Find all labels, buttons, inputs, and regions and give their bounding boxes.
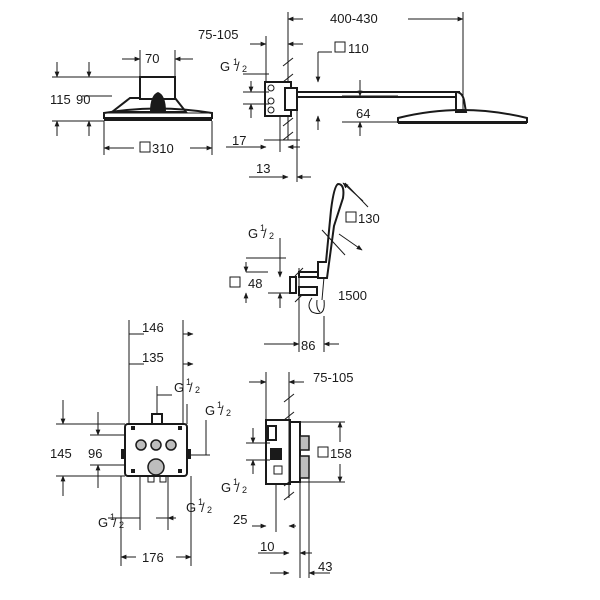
thread-box-right-g: G bbox=[205, 403, 215, 418]
dim-75-105-bottom: 75-105 bbox=[249, 370, 353, 420]
dim-75-105-top: 75-105 bbox=[198, 27, 303, 82]
dim-43: 43 bbox=[270, 478, 332, 578]
dim-96-label: 96 bbox=[88, 446, 102, 461]
thread-box-right-num: 1 bbox=[217, 400, 222, 410]
dim-48: 48 bbox=[229, 262, 268, 303]
dim-110: 110 bbox=[315, 41, 369, 130]
dim-158: 158 bbox=[300, 421, 352, 483]
thread-top-den: 2 bbox=[242, 64, 247, 74]
thread-mid-den: 2 bbox=[269, 231, 274, 241]
dim-145-label: 145 bbox=[50, 446, 72, 461]
dim-43-label: 43 bbox=[318, 559, 332, 574]
dim-25-label: 25 bbox=[233, 512, 247, 527]
svg-text:/: / bbox=[220, 403, 224, 418]
thread-box-right-den: 2 bbox=[226, 408, 231, 418]
button-middle-icon bbox=[150, 439, 162, 451]
hand-shower-view: 130 G 1 / 2 48 1500 bbox=[229, 182, 380, 353]
dim-10-label: 10 bbox=[260, 539, 274, 554]
thread-mid-num: 1 bbox=[260, 223, 265, 233]
dim-115-label: 115 bbox=[50, 92, 71, 107]
thread-label-box-top: G 1 / 2 bbox=[156, 377, 200, 424]
side-flange-and-arm bbox=[264, 81, 528, 124]
dim-70-label: 70 bbox=[145, 51, 159, 66]
thread-top-g: G bbox=[220, 59, 230, 74]
thread-box-top-den: 2 bbox=[195, 385, 200, 395]
hand-shower-outline bbox=[289, 182, 345, 314]
thread-box-side-den: 2 bbox=[242, 485, 247, 495]
thread-box-bl-den: 2 bbox=[119, 520, 124, 530]
dim-75-105-bottom-label: 75-105 bbox=[313, 370, 353, 385]
dim-310: 310 bbox=[103, 121, 213, 156]
svg-text:/: / bbox=[236, 480, 240, 495]
dim-64: 64 bbox=[342, 80, 398, 136]
dim-1500: 1500 bbox=[338, 288, 367, 303]
svg-text:/: / bbox=[201, 500, 205, 515]
svg-text:/: / bbox=[189, 380, 193, 395]
dim-115-90: 115 90 bbox=[50, 62, 140, 136]
button-left-icon bbox=[135, 439, 147, 451]
thread-box-bl-g: G bbox=[98, 515, 108, 530]
dim-130: 130 bbox=[321, 182, 380, 256]
thread-label-box-side: G 1 / 2 bbox=[221, 428, 270, 495]
dim-145-96: 145 96 bbox=[50, 400, 125, 496]
dim-1500-label: 1500 bbox=[338, 288, 367, 303]
head-shower-front-view: 70 115 90 310 bbox=[50, 50, 213, 156]
svg-text:/: / bbox=[236, 59, 240, 74]
dim-75-105-top-label: 75-105 bbox=[198, 27, 238, 42]
dim-176: 176 bbox=[120, 476, 192, 566]
dim-13: 13 bbox=[249, 110, 311, 182]
thread-box-top-num: 1 bbox=[186, 377, 191, 387]
button-right-icon bbox=[165, 439, 177, 451]
thread-box-side-g: G bbox=[221, 480, 231, 495]
dim-86: 86 bbox=[264, 300, 339, 353]
thread-box-br-den: 2 bbox=[207, 505, 212, 515]
thread-box-bl-num: 1 bbox=[110, 512, 115, 522]
dim-158-label: 158 bbox=[330, 446, 352, 461]
dim-110-label: 110 bbox=[348, 41, 369, 56]
dim-64-label: 64 bbox=[356, 106, 370, 121]
thread-label-mid: G 1 / 2 bbox=[246, 223, 290, 308]
thread-top-num: 1 bbox=[233, 57, 238, 67]
box-outline bbox=[121, 413, 210, 483]
dim-310-label: 310 bbox=[152, 141, 174, 156]
dim-17: 17 bbox=[226, 116, 300, 152]
thread-mid-g: G bbox=[248, 226, 258, 241]
dim-90-label: 90 bbox=[76, 92, 90, 107]
side-box-outline bbox=[265, 419, 310, 485]
dim-17-label: 17 bbox=[232, 133, 246, 148]
dim-48-label: 48 bbox=[248, 276, 262, 291]
dim-146: 146 bbox=[128, 320, 194, 424]
dim-176-label: 176 bbox=[142, 550, 164, 565]
dim-13-label: 13 bbox=[256, 161, 270, 176]
concealed-box-side-view: 75-105 158 G 1 / 2 25 bbox=[221, 370, 353, 578]
dim-130-label: 130 bbox=[358, 211, 380, 226]
thread-label-top: G 1 / 2 bbox=[220, 57, 269, 118]
dim-400-430-label: 400-430 bbox=[330, 11, 378, 26]
thread-box-side-num: 1 bbox=[233, 477, 238, 487]
dim-86-label: 86 bbox=[301, 338, 315, 353]
svg-text:/: / bbox=[113, 515, 117, 530]
thread-box-top-g: G bbox=[174, 380, 184, 395]
dim-135-label: 135 bbox=[142, 350, 164, 365]
head-shower-front-outline bbox=[103, 76, 213, 121]
svg-text:/: / bbox=[263, 226, 267, 241]
thermostat-knob-icon bbox=[147, 458, 165, 476]
head-shower-side-view: 75-105 400-430 G 1 / 2 110 bbox=[198, 11, 528, 182]
dim-146-label: 146 bbox=[142, 320, 164, 335]
dim-10: 10 bbox=[258, 482, 312, 578]
thread-label-box-bottom: G 1 / 2 G 1 / 2 bbox=[98, 476, 212, 530]
thread-label-box-right: G 1 / 2 bbox=[205, 400, 231, 455]
dim-25: 25 bbox=[233, 484, 296, 532]
concealed-box-front-view: 146 135 G 1 / 2 G 1 / 2 bbox=[50, 320, 231, 566]
dim-400-430: 400-430 bbox=[287, 11, 464, 110]
dim-135: 135 bbox=[129, 350, 194, 367]
thread-box-br-num: 1 bbox=[198, 497, 203, 507]
dim-70: 70 bbox=[122, 50, 193, 77]
